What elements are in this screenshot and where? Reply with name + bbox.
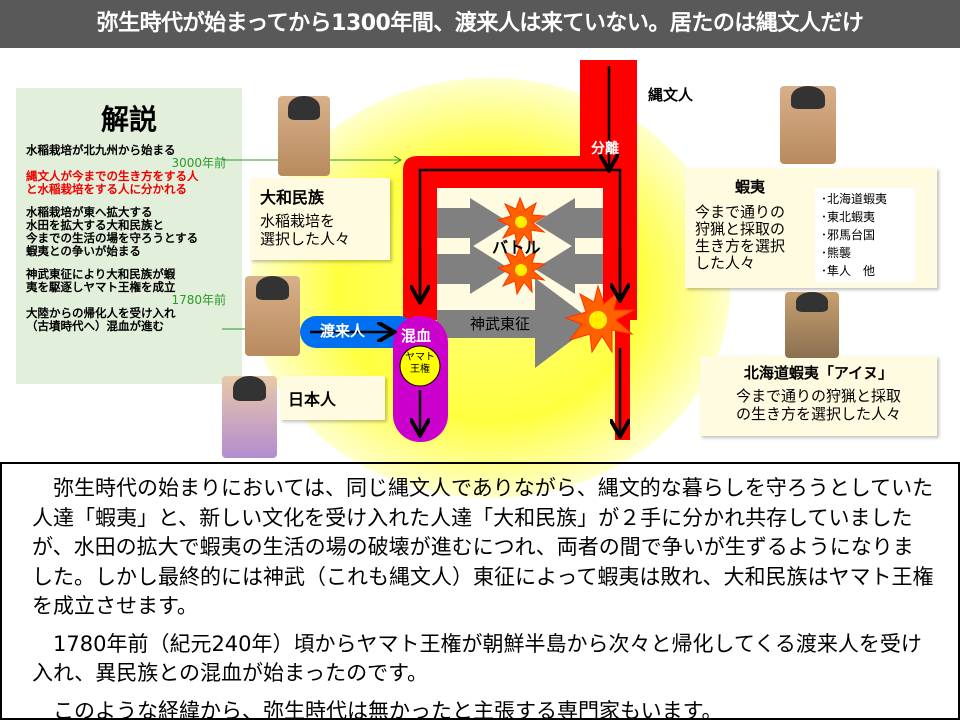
desc-line: 水稲栽培を: [260, 212, 380, 230]
battle-label: バトル: [492, 234, 540, 258]
explosion-core: [515, 264, 527, 276]
split-label: 分離: [591, 138, 619, 158]
list-item: ･隼人 他: [821, 262, 909, 280]
list-item: ･北海道蝦夷: [821, 190, 909, 208]
yamato-callout: 大和民族 水稲栽培を 選択した人々: [250, 178, 390, 260]
body-paragraph: 弥生時代の始まりにおいては、同じ縄文人でありながら、縄文的な暮らしを守ろうとして…: [32, 474, 934, 622]
desc-line: 今まで通りの狩猟と採取: [710, 387, 927, 405]
body-paragraph: このような経緯から、弥生時代は無かったと主張する専門家もいます。: [32, 697, 934, 726]
ainu-title: 北海道蝦夷「アイヌ」: [710, 362, 927, 383]
jomon-label: 縄文人: [648, 84, 693, 105]
yamato-line: ヤマト: [402, 352, 438, 364]
list-item: ･邪馬台国: [821, 226, 909, 244]
toraijin-label: 渡来人: [320, 320, 365, 341]
desc-line: した人々: [695, 255, 785, 272]
diagram: 解説 水稲栽培が北九州から始まる 3000年前 縄文人が今までの生き方をする人 …: [0, 48, 960, 462]
yamato-title: 大和民族: [260, 184, 380, 208]
toraijin-portrait: [245, 276, 300, 356]
slide-title: 弥生時代が始まってから1300年間、渡来人は来ていない。居たのは縄文人だけ: [0, 0, 960, 48]
emishi-callout: 蝦夷 今まで通りの 狩猟と採取の 生き方を選択 した人々 ･北海道蝦夷 ･東北蝦…: [685, 168, 937, 288]
konketsu-label: 混血: [401, 325, 431, 346]
emishi-list: ･北海道蝦夷 ･東北蝦夷 ･邪馬台国 ･熊襲 ･隼人 他: [815, 188, 915, 282]
nihonjin-portrait: [222, 376, 277, 458]
nihonjin-callout: 日本人: [280, 376, 385, 420]
jinmu-label: 神武東征: [470, 313, 530, 334]
emishi-desc: 今まで通りの 狩猟と採取の 生き方を選択 した人々: [695, 204, 785, 272]
body-paragraph: 1780年前（紀元240年）頃からヤマト王権が朝鮮半島から次々と帰化してくる渡来…: [32, 630, 934, 689]
desc-line: 今まで通りの: [695, 204, 785, 221]
ainu-desc: 今まで通りの狩猟と採取 の生き方を選択した人々: [710, 387, 927, 423]
explosion-core: [589, 311, 607, 329]
body-text: 弥生時代の始まりにおいては、同じ縄文人でありながら、縄文的な暮らしを守ろうとして…: [0, 462, 960, 720]
emishi-portrait: [780, 86, 836, 164]
explosion-core: [515, 216, 527, 228]
desc-line: の生き方を選択した人々: [710, 405, 927, 423]
yamato-line: 王権: [402, 364, 438, 376]
desc-line: 狩猟と採取の: [695, 221, 785, 238]
yamato-kingship-label: ヤマト 王権: [402, 352, 438, 376]
desc-line: 生き方を選択: [695, 238, 785, 255]
ainu-callout: 北海道蝦夷「アイヌ」 今まで通りの狩猟と採取 の生き方を選択した人々: [700, 356, 937, 436]
ainu-portrait: [785, 292, 839, 358]
desc-line: 選択した人々: [260, 230, 380, 248]
list-item: ･東北蝦夷: [821, 208, 909, 226]
yamato-portrait: [278, 96, 330, 176]
yamato-desc: 水稲栽培を 選択した人々: [260, 212, 380, 248]
list-item: ･熊襲: [821, 244, 909, 262]
